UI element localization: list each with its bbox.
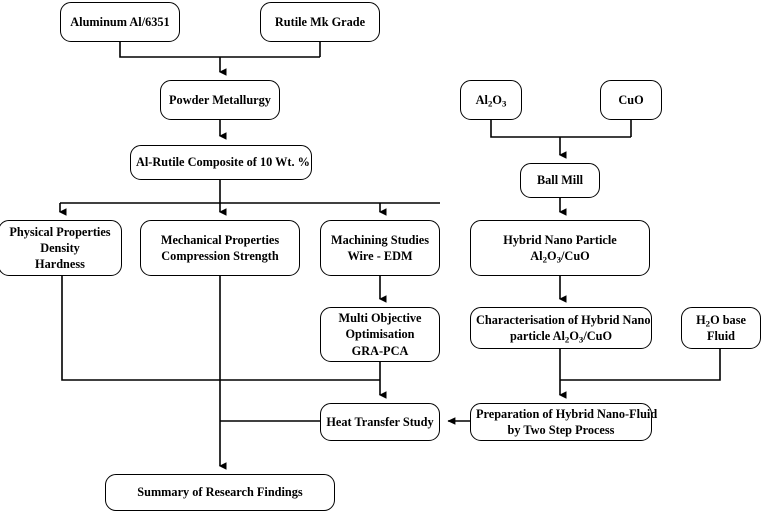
node-aluminum[interactable]: Aluminum Al/6351	[60, 2, 180, 42]
node-summary-line-0: Summary of Research Findings	[137, 485, 303, 500]
node-machining-studies-line-0: Machining Studies	[330, 232, 430, 247]
node-rutile-line-0: Rutile Mk Grade	[274, 14, 366, 29]
node-al2o3[interactable]: Al2O3	[460, 80, 522, 120]
edge-aluminum-junction	[119, 42, 320, 58]
node-physical-properties-line-0: Physical Properties	[9, 224, 111, 239]
node-physical-properties[interactable]: Physical Properties Density Hardness	[0, 220, 122, 276]
node-al-rutile-composite-line-0: Al-Rutile Composite of 10 Wt. %	[136, 155, 310, 170]
node-preparation-line-1: by Two Step Process	[507, 423, 615, 437]
node-al-rutile-composite[interactable]: Al-Rutile Composite of 10 Wt. %	[130, 145, 312, 180]
node-characterisation-line-1: particle Al2O3/CuO	[509, 329, 613, 345]
node-cuo-line-0: CuO	[618, 92, 644, 107]
node-mechanical-properties[interactable]: Mechanical Properties Compression Streng…	[140, 220, 300, 276]
node-ball-mill[interactable]: Ball Mill	[520, 163, 600, 198]
node-characterisation-line-0: Characterisation of Hybrid Nano	[476, 312, 651, 327]
node-mechanical-properties-line-0: Mechanical Properties	[160, 232, 280, 247]
node-hybrid-nano-particle-line-1: Al2O3/CuO	[530, 249, 590, 265]
node-multi-objective-line-1: Optimisation	[345, 327, 415, 342]
node-h2o-base-fluid-line-1: Fluid	[706, 329, 736, 343]
node-mechanical-properties-line-1: Compression Strength	[161, 249, 279, 263]
node-summary-of-research-findings[interactable]: Summary of Research Findings	[105, 474, 335, 511]
node-physical-properties-line-2: Hardness	[35, 257, 85, 272]
node-rutile[interactable]: Rutile Mk Grade	[260, 2, 380, 42]
node-powder-metallurgy[interactable]: Powder Metallurgy	[160, 80, 280, 120]
node-multi-objective-line-0: Multi Objective	[338, 311, 422, 326]
edge-h2o-preparation	[560, 349, 721, 381]
node-powder-metallurgy-line-0: Powder Metallurgy	[169, 92, 271, 107]
node-heat-transfer-study[interactable]: Heat Transfer Study	[320, 403, 440, 441]
node-multi-objective-line-2: GRA-PCA	[351, 343, 409, 358]
node-h2o-base-fluid-line-0: H2O base	[696, 312, 746, 329]
node-preparation-line-0: Preparation of Hybrid Nano-Fluid	[476, 406, 658, 421]
node-hybrid-nano-particle[interactable]: Hybrid Nano Particle Al2O3/CuO	[470, 220, 650, 276]
node-aluminum-line-0: Aluminum Al/6351	[70, 14, 170, 29]
node-characterisation[interactable]: Characterisation of Hybrid Nano particle…	[470, 307, 652, 349]
node-machining-studies-line-1: Wire - EDM	[347, 249, 413, 263]
node-physical-properties-line-1: Density	[40, 240, 80, 255]
node-machining-studies[interactable]: Machining Studies Wire - EDM	[320, 220, 440, 276]
node-heat-transfer-study-line-0: Heat Transfer Study	[326, 414, 434, 429]
node-preparation-hybrid-nano-fluid[interactable]: Preparation of Hybrid Nano-Fluid by Two …	[470, 403, 658, 441]
edge-al2o3-junction	[490, 120, 631, 138]
node-h2o-base-fluid[interactable]: H2O base Fluid	[681, 307, 761, 349]
node-multi-objective-optimisation[interactable]: Multi Objective Optimisation GRA-PCA	[320, 307, 440, 362]
node-cuo[interactable]: CuO	[600, 80, 662, 120]
node-hybrid-nano-particle-line-0: Hybrid Nano Particle	[503, 232, 617, 247]
node-ball-mill-line-0: Ball Mill	[536, 173, 584, 188]
node-al2o3-line-0: Al2O3	[475, 92, 507, 109]
